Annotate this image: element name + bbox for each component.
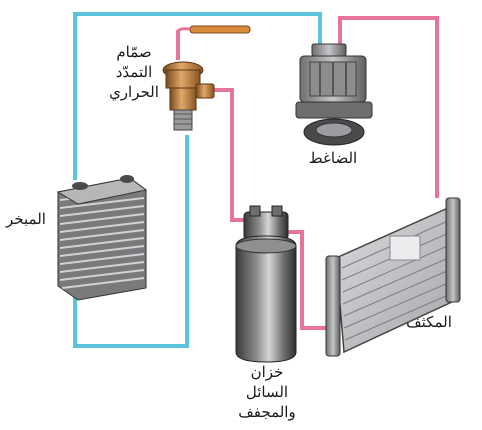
evaporator-icon: [56, 175, 148, 301]
receiver-drier-label-line-2: السائل: [245, 383, 289, 401]
expansion-valve-label-line-3: الحراري: [109, 83, 159, 101]
receiver-drier-label-line-3: والمجفف: [238, 403, 296, 421]
evaporator-label: المبخر: [6, 210, 46, 228]
expansion-valve-icon: [162, 25, 251, 131]
compressor-label: الضاغط: [308, 149, 358, 167]
condenser-icon: [325, 197, 461, 357]
receiver-drier-icon: [235, 205, 297, 363]
expansion-valve-label-line-1: صمّام: [116, 43, 152, 61]
expansion-valve-label: صمّام التمدّد الحراري: [94, 42, 174, 102]
condenser-label: المكثف: [406, 313, 452, 331]
low-pressure-line: [73, 12, 322, 348]
receiver-drier-label-line-1: خزان: [250, 363, 284, 381]
expansion-valve-label-line-2: التمدّد: [115, 63, 153, 81]
high-pressure-line: [176, 16, 439, 330]
receiver-drier-label: خزان السائل والمجفف: [222, 362, 312, 422]
compressor-icon: [295, 43, 373, 146]
